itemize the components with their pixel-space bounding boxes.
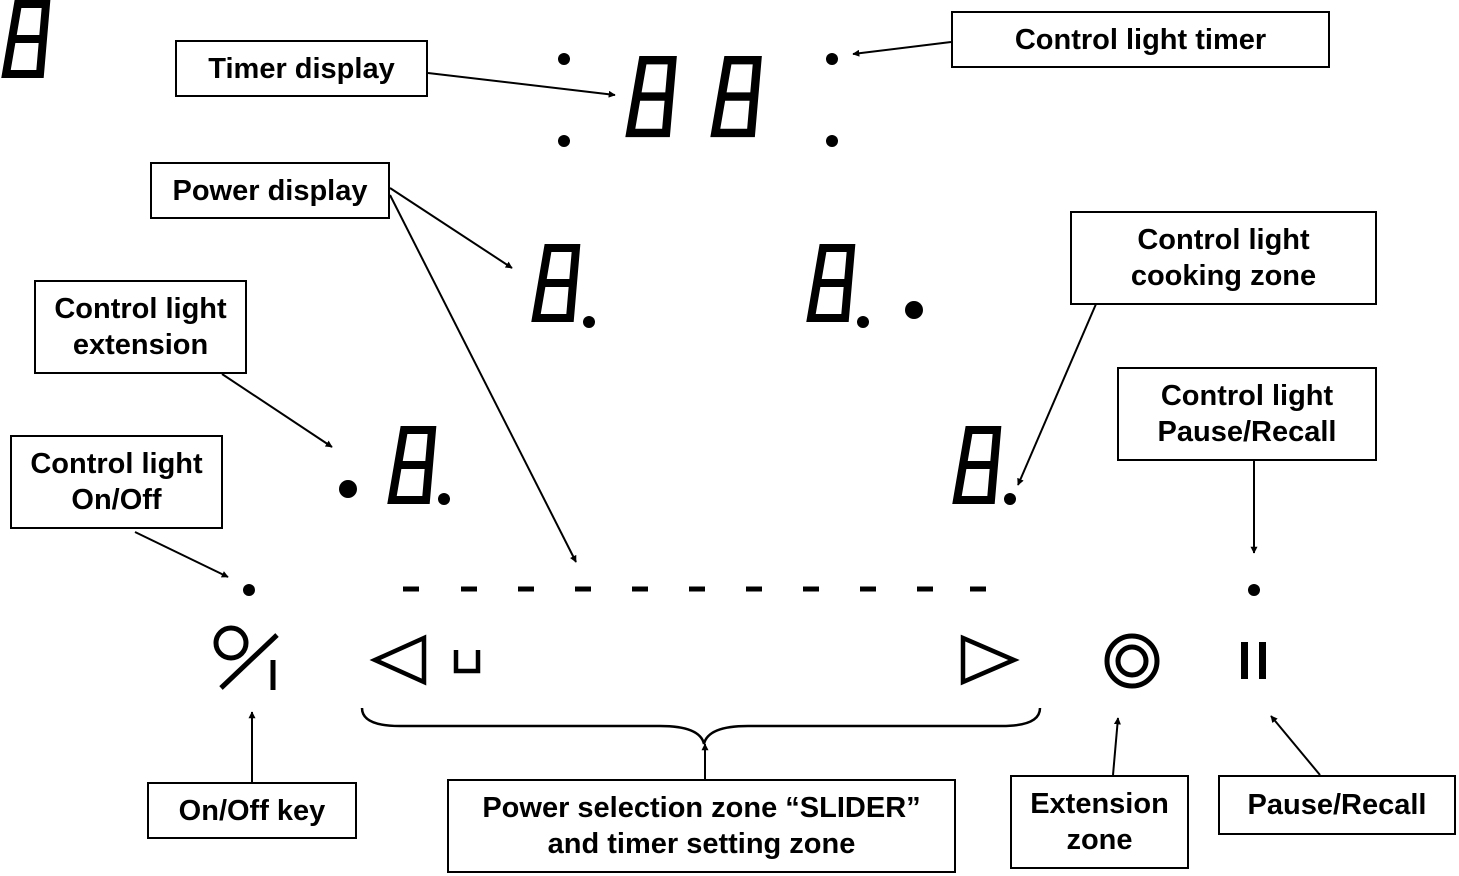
power-display-bottom-left bbox=[392, 430, 450, 505]
power-selection-zone-label: Power selection zone “SLIDER” and timer … bbox=[447, 779, 956, 873]
power-display-top-left bbox=[536, 248, 595, 328]
control-light-cooking-zone-dot bbox=[905, 301, 923, 319]
control-light-extension-dot bbox=[339, 480, 357, 498]
slider-minimum-icon[interactable] bbox=[453, 650, 481, 674]
leader-arrows bbox=[134, 41, 1321, 782]
slider-brace bbox=[360, 707, 1042, 745]
control-light-extension-line1: Control light bbox=[54, 293, 227, 325]
control-light-extension-label: Control light extension bbox=[34, 280, 247, 374]
control-light-pause-recall-line2: Pause/Recall bbox=[1157, 416, 1337, 448]
power-display-label: Power display bbox=[150, 162, 390, 219]
control-light-onoff-label: Control light On/Off bbox=[10, 435, 223, 529]
control-light-extension-line2: extension bbox=[72, 329, 209, 361]
timer-display-label: Timer display bbox=[175, 40, 428, 97]
power-selection-zone-line2: and timer setting zone bbox=[547, 828, 856, 860]
double-circle-icon[interactable] bbox=[1104, 633, 1160, 689]
control-light-onoff-line2: On/Off bbox=[71, 484, 162, 516]
timer-digit-1 bbox=[630, 60, 672, 133]
control-light-cooking-zone-line2: cooking zone bbox=[1130, 260, 1317, 292]
triangle-right-icon[interactable] bbox=[960, 634, 1020, 686]
power-display-top-right bbox=[811, 248, 869, 328]
seven-segment-digit bbox=[1, 0, 51, 78]
onoff-key-text: On/Off key bbox=[178, 794, 326, 827]
control-light-cooking-zone-label: Control light cooking zone bbox=[1070, 211, 1377, 305]
control-light-pause-recall-label: Control light Pause/Recall bbox=[1117, 367, 1377, 461]
power-selection-zone-line1: Power selection zone “SLIDER” bbox=[482, 792, 921, 824]
onoff-key-label: On/Off key bbox=[147, 782, 357, 839]
extension-zone-label: Extension zone bbox=[1010, 775, 1189, 869]
control-light-onoff-line1: Control light bbox=[30, 448, 203, 480]
control-light-pause-recall-dot bbox=[1248, 584, 1260, 596]
extension-zone-line2: zone bbox=[1066, 824, 1133, 856]
power-display-text: Power display bbox=[172, 174, 368, 207]
control-light-timer-text: Control light timer bbox=[1014, 23, 1267, 56]
pause-recall-label: Pause/Recall bbox=[1218, 775, 1456, 835]
timer-display-text: Timer display bbox=[208, 52, 395, 85]
triangle-left-icon[interactable] bbox=[369, 634, 427, 686]
power-display-bottom-right bbox=[957, 430, 1016, 505]
pause-recall-text: Pause/Recall bbox=[1247, 789, 1427, 821]
control-light-onoff-dot bbox=[243, 584, 255, 596]
extension-zone-line1: Extension bbox=[1030, 788, 1169, 820]
timer-colon-left bbox=[558, 53, 570, 147]
control-light-cooking-zone-line1: Control light bbox=[1137, 224, 1310, 256]
control-light-pause-recall-line1: Control light bbox=[1160, 380, 1334, 412]
pause-icon[interactable] bbox=[1241, 642, 1266, 679]
power-onoff-icon[interactable] bbox=[213, 625, 279, 690]
timer-digit-2 bbox=[715, 60, 757, 133]
timer-colon-right bbox=[826, 53, 838, 147]
control-light-timer-label: Control light timer bbox=[951, 11, 1330, 68]
